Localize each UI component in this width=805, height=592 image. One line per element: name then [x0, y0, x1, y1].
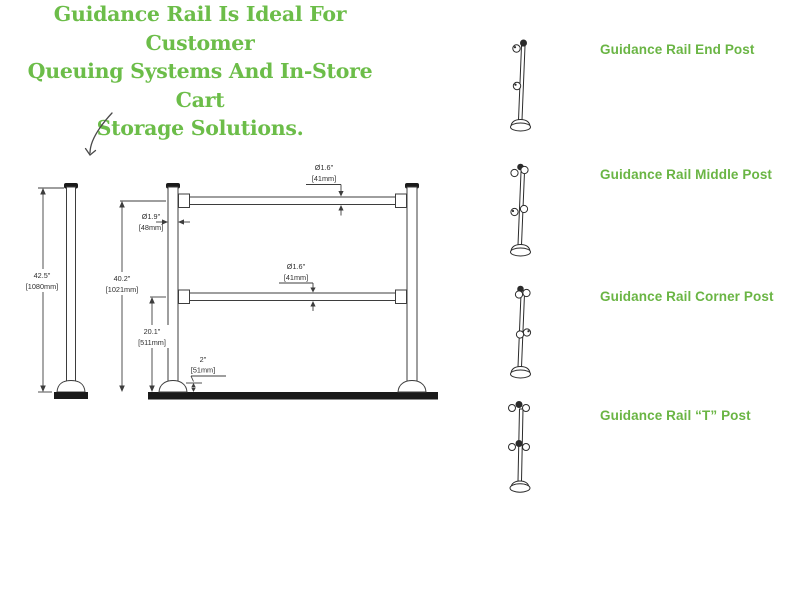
end-post-icon [497, 37, 545, 137]
curved-arrow-icon [84, 112, 113, 156]
side-view-post [54, 183, 88, 399]
dim-overall-height-mm: [1021mm] [106, 285, 138, 294]
side-post-base-dome [56, 379, 86, 393]
dim-overall-height-in: 40.2" [114, 274, 131, 283]
dim-top-rail-dia-mm: [41mm] [312, 174, 336, 183]
side-post-base-pad [54, 392, 88, 399]
dim-mid-rail-height: 20.1" [511mm] [130, 296, 174, 392]
right-post-base-dome [397, 379, 427, 393]
page-title-line3: Storage Solutions. [96, 116, 304, 140]
mid-rail-left-connector [178, 289, 190, 304]
corner-post-icon [497, 284, 545, 384]
left-post-tube [167, 186, 179, 382]
dim-post-diameter: Ø1.9" [48mm] [139, 212, 190, 232]
dim-post-dia-in: Ø1.9" [142, 212, 161, 221]
page-title-line2: Queuing Systems And In-Store Cart [27, 59, 373, 112]
mid-rail-tube [189, 292, 396, 301]
dim-side-height: 42.5" [1080mm] [21, 187, 64, 393]
dim-mid-rail-diameter: Ø1.6" [41mm] [279, 262, 316, 311]
post-type-label-corner: Guidance Rail Corner Post [600, 289, 774, 304]
top-rail-right-connector [395, 193, 407, 208]
dim-mid-rail-height-in: 20.1" [144, 327, 161, 336]
dim-base-height: 2" [51mm] [186, 355, 226, 392]
dim-side-height-in: 42.5" [34, 271, 51, 280]
top-rail-tube [189, 196, 396, 205]
side-post-tube [66, 186, 76, 382]
post-type-label-t: Guidance Rail “T” Post [600, 408, 751, 423]
front-view-rail-assembly [148, 183, 438, 400]
dim-mid-rail-height-mm: [511mm] [138, 338, 166, 347]
dim-base-height-mm: [51mm] [191, 366, 215, 375]
post-type-label-middle: Guidance Rail Middle Post [600, 167, 773, 182]
page-title: Guidance Rail Is Ideal For Customer Queu… [0, 0, 400, 143]
post-type-label-end: Guidance Rail End Post [600, 42, 755, 57]
middle-post-icon [497, 162, 545, 262]
top-rail-left-connector [178, 193, 190, 208]
dim-top-rail-diameter: Ø1.6" [41mm] [306, 163, 344, 216]
left-post-base-dome [158, 379, 188, 393]
dim-mid-rail-dia-in: Ø1.6" [287, 262, 306, 271]
dim-post-dia-mm: [48mm] [139, 223, 163, 232]
dim-top-rail-dia-in: Ø1.6" [315, 163, 334, 172]
dim-base-height-in: 2" [200, 355, 207, 364]
page-title-line1: Guidance Rail Is Ideal For Customer [53, 2, 347, 55]
dim-mid-rail-dia-mm: [41mm] [284, 273, 308, 282]
front-ground-bar [148, 392, 438, 400]
dim-overall-height: 40.2" [1021mm] [100, 200, 166, 392]
right-post-tube [406, 186, 418, 382]
t-post-icon [497, 399, 545, 499]
dim-side-height-mm: [1080mm] [26, 282, 58, 291]
mid-rail-right-connector [395, 289, 407, 304]
